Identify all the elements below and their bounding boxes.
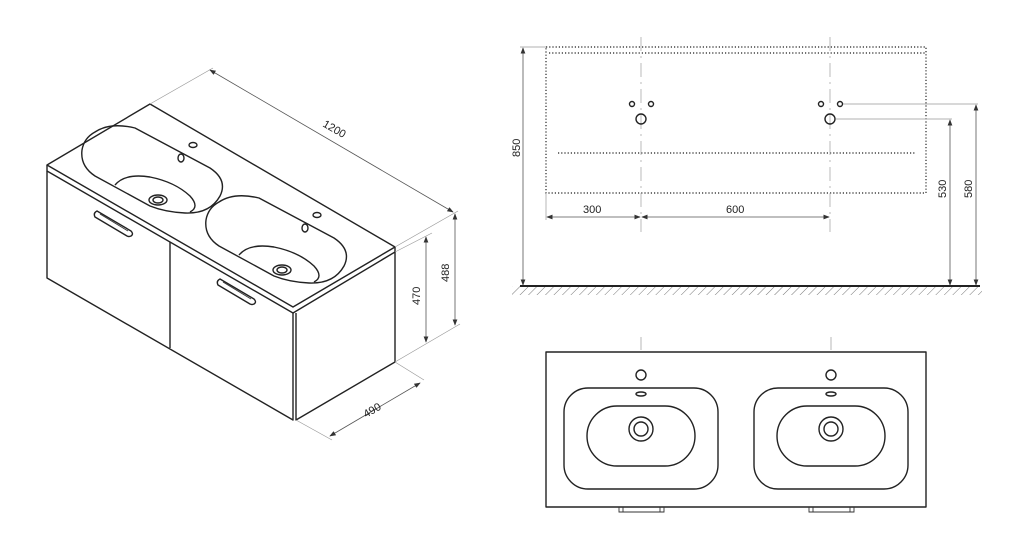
dimension-490: 490 [295, 361, 425, 441]
top-view [545, 337, 927, 513]
dimension-label-supply-height: 580 [963, 180, 975, 198]
dimension-580: 580 [843, 103, 979, 286]
cabinet-front [46, 171, 294, 421]
unit-outline [545, 46, 927, 194]
dimension-530: 530 [836, 118, 953, 286]
isometric-view: 1200 488 470 490 [46, 67, 461, 441]
door-handle-left [93, 210, 134, 238]
dimension-label-offset: 300 [583, 204, 601, 216]
countertop-outline [545, 351, 927, 508]
basin-right-top [753, 369, 909, 513]
basin-left-top [563, 369, 719, 513]
basin-right-iso [205, 195, 348, 284]
dimension-label-drain-height: 530 [937, 180, 949, 198]
basin-left-iso [81, 125, 224, 214]
dimension-label-total-height: 488 [440, 264, 452, 282]
dimension-470: 470 [394, 232, 433, 343]
front-elevation: 850 300 600 530 580 [511, 37, 982, 295]
supply-holes-right [817, 100, 844, 125]
dimension-488: 488 [394, 213, 461, 363]
dimension-label-spacing: 600 [726, 204, 744, 216]
dimension-label-mount-height: 850 [511, 139, 523, 157]
cabinet-side [295, 252, 396, 421]
dimension-300-600: 300 600 [545, 193, 830, 220]
door-handle-right [216, 278, 257, 306]
floor-hatch [512, 286, 982, 295]
supply-holes-left [628, 100, 655, 125]
dimension-label-cabinet-height: 470 [411, 287, 423, 305]
dimension-1200: 1200 [149, 67, 459, 248]
dimension-label-depth: 490 [362, 401, 384, 421]
dimension-850: 850 [511, 46, 546, 286]
dimension-label-width: 1200 [321, 118, 348, 141]
countertop-edge [46, 165, 396, 314]
